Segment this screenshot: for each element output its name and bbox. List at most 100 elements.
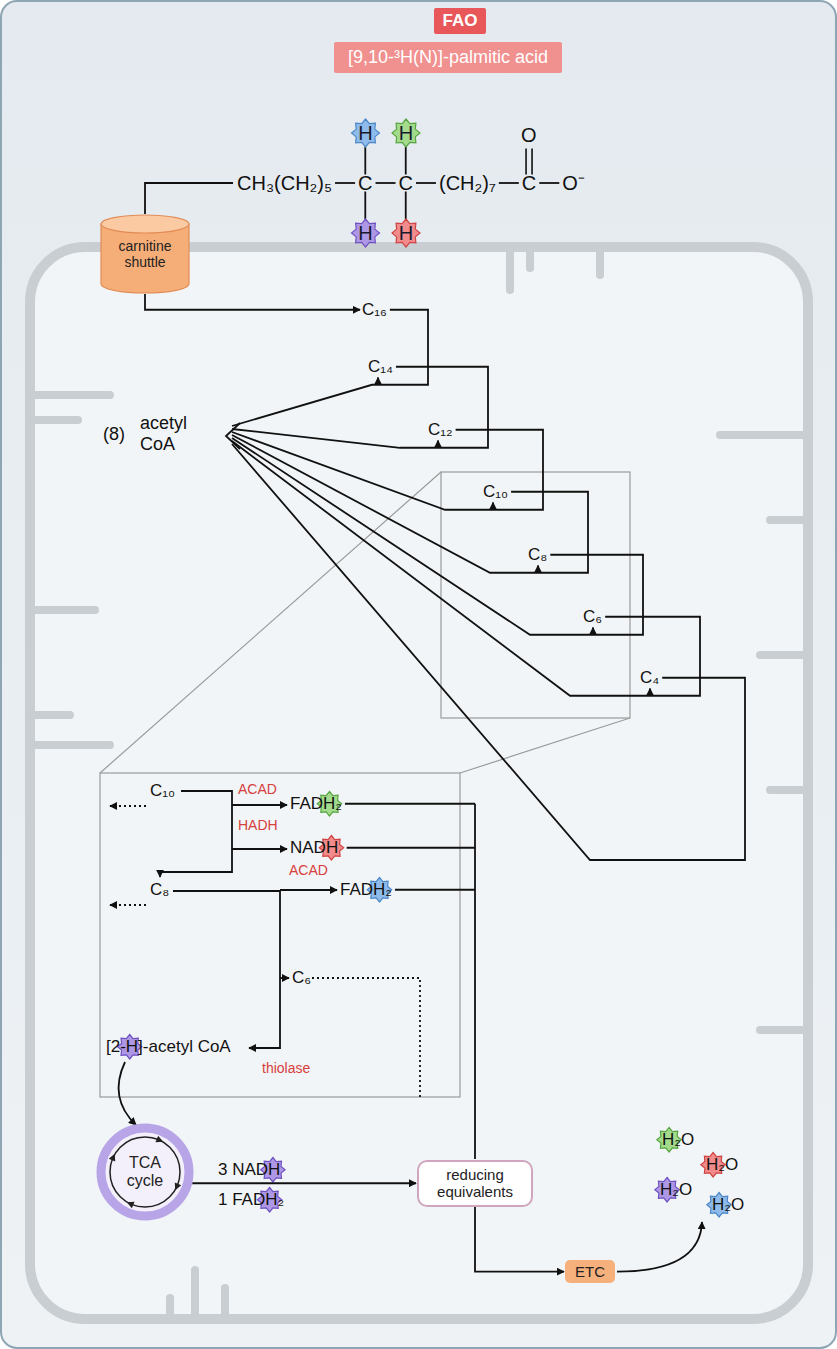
molecule-atom: C (522, 172, 536, 195)
metabolite-label: 3 NADH (218, 1160, 280, 1180)
diagram-stroke (34, 416, 78, 424)
diagram-stroke (145, 183, 233, 214)
metabolite-label: NADH (290, 838, 338, 858)
metabolite-label: C₈ (150, 880, 169, 900)
diagram-stroke (166, 1298, 174, 1315)
diagram-stroke (191, 1270, 199, 1315)
diagram-stroke (377, 378, 379, 385)
molecule-atom: H (399, 222, 413, 245)
pool-box: reducing equivalents (417, 1160, 533, 1207)
metabolite-label: (8) (103, 424, 125, 445)
diagram-stroke (160, 791, 232, 877)
molecule-atom: C (399, 172, 413, 195)
tritium-star (392, 119, 420, 147)
diagram-stroke (173, 891, 280, 1048)
diagram-stroke (34, 391, 110, 399)
diagram-stroke (474, 804, 476, 1159)
node-text: [9,10-³H(N)]-palmitic acid (348, 47, 548, 68)
arrow-shape (155, 1136, 163, 1142)
diagram-stroke (232, 441, 700, 696)
diagram-stroke (100, 773, 460, 1097)
diagram-stroke (760, 651, 804, 659)
diagram-stroke (416, 182, 436, 184)
tritium-star (392, 219, 420, 247)
metabolite-label: H₂O (712, 1195, 744, 1215)
arrow-shape (175, 1182, 181, 1190)
diagram-stroke (499, 182, 519, 184)
diagram-stroke (145, 294, 360, 310)
diagram-stroke (221, 1288, 229, 1315)
diagram-stroke (232, 367, 488, 448)
metabolite-label: FADH₂ (290, 794, 342, 814)
diagram-stroke (232, 438, 643, 635)
molecule-atom: H (358, 222, 372, 245)
tritium-star (352, 219, 380, 247)
diagram-stroke (376, 182, 396, 184)
node-text: carnitine shuttle (109, 238, 181, 270)
diagram-stroke (312, 978, 420, 1097)
enzyme-label: thiolase (262, 1060, 310, 1076)
transporter-cylinder: carnitine shuttle (100, 214, 190, 294)
diagram-stroke (617, 1222, 702, 1272)
metabolite-label: H₂O (706, 1155, 738, 1175)
diagram-stroke (34, 606, 95, 614)
flow-connector (475, 1207, 564, 1272)
enzyme-label: ACAD (238, 781, 277, 797)
diagram-stroke (347, 847, 475, 849)
enzyme-label: ACAD (289, 862, 328, 878)
metabolite-label: H₂O (660, 1180, 692, 1200)
diagram-stroke (110, 1137, 180, 1207)
title-box: FAO (434, 8, 487, 34)
node-text: reducing equivalents (427, 1166, 523, 1201)
chain-box: ETC (565, 1260, 615, 1283)
diagram-stroke (101, 1128, 189, 1216)
diagram-stroke (110, 904, 146, 906)
diagram-stroke (232, 310, 428, 426)
metabolite-label: 1 FADH₂ (218, 1190, 284, 1210)
zoom-frame (100, 472, 630, 1097)
diagram-stroke (405, 192, 407, 220)
arrow-shape (109, 1154, 115, 1162)
diagram-stroke (335, 182, 355, 184)
diagram-stroke (437, 441, 439, 448)
molecule-atom: O (521, 124, 537, 147)
node-text: ETC (575, 1263, 605, 1280)
molecule-atom: O⁻ (562, 172, 585, 195)
cristae (34, 250, 804, 1315)
diagram-stroke (101, 224, 189, 293)
node-text: FAO (443, 11, 478, 31)
diagram-stroke (119, 1062, 136, 1125)
metabolite-label: [2-H]-acetyl CoA (106, 1037, 231, 1057)
diagram-stroke (280, 977, 289, 979)
diagram-stroke (101, 215, 189, 233)
diagram-stroke (232, 435, 588, 573)
diagram-stroke (492, 503, 494, 510)
diagram-stroke (232, 444, 745, 860)
mitochondrion-membrane (30, 247, 808, 1319)
diagram-stroke (405, 147, 407, 175)
metabolite-label: C₁₀ (483, 482, 508, 502)
diagram-stroke (364, 147, 366, 175)
diagram-stroke (34, 711, 70, 719)
molecule-atom: H (399, 122, 413, 145)
diagram-stroke (110, 805, 146, 807)
arrow-shape (127, 1202, 135, 1208)
pathway-lines (145, 147, 745, 1272)
diagram-stroke (395, 889, 475, 891)
molecule-atom: CH₃(CH₂)₅ (237, 172, 332, 195)
diagram-stroke (364, 192, 366, 220)
substrate-box: [9,10-³H(N)]-palmitic acid (334, 42, 562, 73)
diagram-stroke (526, 250, 534, 268)
metabolite-label: C₈ (528, 545, 547, 565)
diagram-stroke (531, 149, 533, 175)
diagram-stroke (460, 718, 630, 773)
molecule-atom: H (358, 122, 372, 145)
diagram-stroke (760, 1026, 804, 1034)
diagram-stroke (100, 472, 441, 773)
molecule-atom: (CH₂)₇ (439, 172, 496, 195)
metabolite-label: C₆ (583, 607, 602, 627)
diagram-stroke (34, 741, 110, 749)
diagram-stroke (539, 182, 559, 184)
metabolite-label: C₁₄ (368, 357, 393, 377)
